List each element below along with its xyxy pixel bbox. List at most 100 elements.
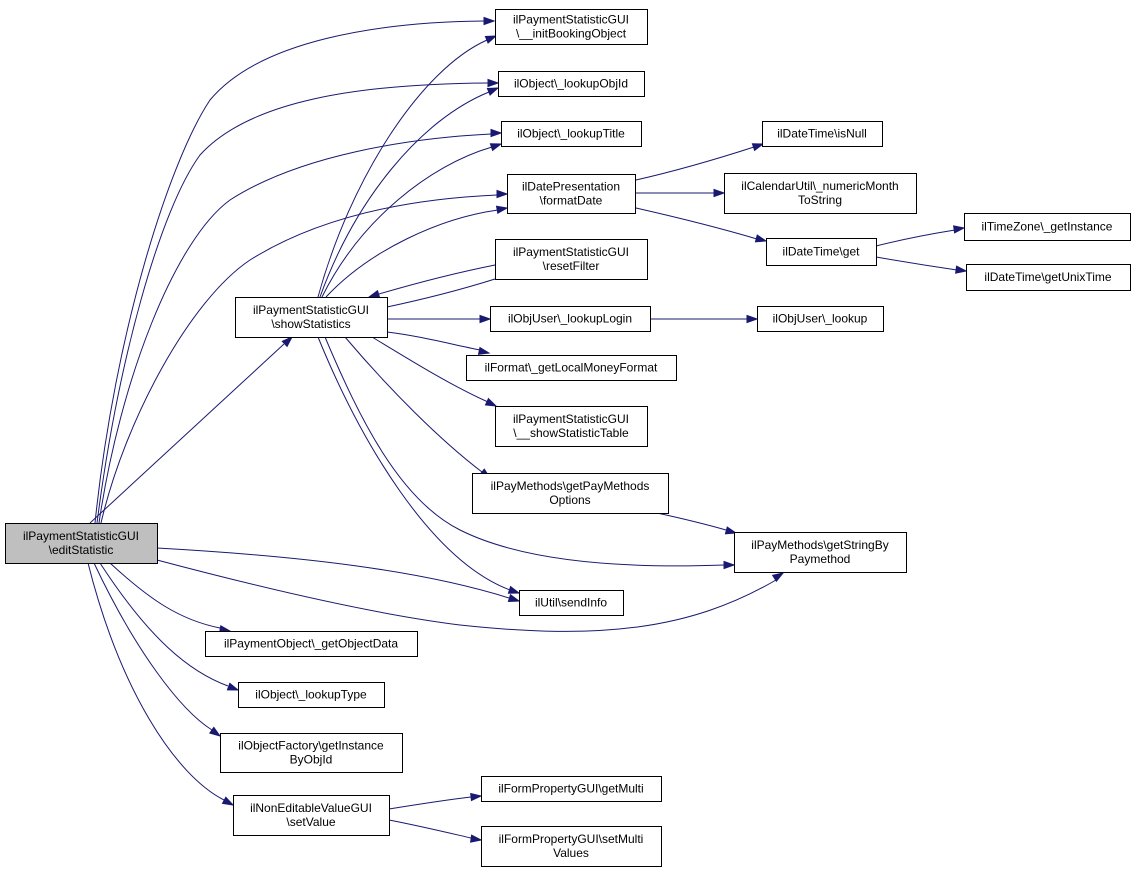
edge-line [386,331,481,351]
node-label-line: \editStatistic [49,543,114,557]
edge-line [344,336,483,473]
node-label-line: \showStatistics [271,317,350,331]
arrowhead [483,16,496,26]
node-label-line: ilObjectFactory\getInstance [238,739,384,753]
node-label-line: ilDatePresentation [522,180,620,194]
node-dateTimeGet[interactable]: ilDateTime\get [766,238,877,266]
arrowhead [487,78,500,88]
edge-line [317,336,511,591]
call-edges [87,16,968,843]
arrowhead [479,314,492,324]
node-objUserLookup[interactable]: ilObjUser\_lookup [757,306,884,332]
edge-editStatistic-to-lookupTitle [98,128,503,524]
edge-line [371,336,489,403]
node-box [490,306,651,332]
edge-editStatistic-to-lookupType [99,562,240,691]
node-box [757,306,884,332]
node-label-line: ilFormPropertyGUI\setMulti [499,832,644,846]
node-box [481,776,662,802]
node-formatDate[interactable]: ilDatePresentation\formatDate [507,174,636,214]
arrowhead [955,265,968,274]
node-box [501,121,642,147]
node-label-line: ilNonEditableValueGUI [250,801,372,815]
arrowhead [221,796,235,806]
edge-editStatistic-to-initBookingObject [94,16,496,524]
node-setValue[interactable]: ilNonEditableValueGUI\setValue [233,795,390,836]
edge-line [324,336,725,567]
node-box [495,406,648,447]
edge-showStatistics-to-lookupLogin [387,314,492,324]
arrowhead [496,189,509,199]
node-showStatisticTable[interactable]: ilPaymentStatisticGUI\__showStatisticTab… [495,406,648,447]
edge-showStatistics-to-getStringByPaymethod [324,336,736,570]
node-box [724,173,917,214]
edge-line [317,39,488,298]
node-getMulti[interactable]: ilFormPropertyGUI\getMulti [481,776,662,802]
node-getUnixTime[interactable]: ilDateTime\getUnixTime [966,264,1131,291]
node-label-line: ilObject\_lookupObjId [514,77,628,91]
node-lookupType[interactable]: ilObject\_lookupType [238,682,385,708]
arrowhead [489,143,503,152]
edge-showStatistics-to-showStatisticTable [371,336,498,407]
edge-line [875,256,958,271]
edge-dateTimeGet-to-tzGetInstance [875,225,966,247]
arrowhead [226,682,240,691]
arrowhead [754,234,768,243]
node-getLocalMoneyFormat[interactable]: ilFormat\_getLocalMoneyFormat [466,355,677,381]
arrowhead [477,346,491,355]
edge-line [156,559,777,632]
node-box [220,733,403,773]
node-label-line: \setValue [286,815,335,829]
edge-line [388,796,472,810]
edge-resetFilter-to-showStatistics [367,264,496,298]
node-box [734,532,907,573]
node-box [233,795,390,836]
edge-line [98,133,492,524]
edge-line [378,264,496,295]
node-label-line: ilPaymentStatisticGUI [23,529,139,543]
edge-showStatistics-to-resetFilter [386,278,496,308]
arrowhead [751,143,765,152]
node-tzGetInstance[interactable]: ilTimeZone\_getInstance [964,213,1131,241]
edge-editStatistic-to-getObjectData [109,562,232,634]
node-box [519,590,624,616]
node-box [466,355,677,381]
edge-line [99,562,229,687]
edge-editStatistic-to-formatDate [100,189,509,524]
node-label-line: ilObject\_lookupTitle [517,127,625,141]
edge-line [87,562,225,801]
node-lookupTitle[interactable]: ilObject\_lookupTitle [501,121,642,147]
edge-editStatistic-to-lookupObjId [96,78,500,524]
node-initBookingObject[interactable]: ilPaymentStatisticGUI\__initBookingObjec… [495,9,648,45]
edge-line [635,146,755,181]
node-lookupObjId[interactable]: ilObject\_lookupObjId [498,71,645,97]
edge-line [635,207,758,240]
node-label-line: ilObjUser\_lookup [773,312,868,326]
arrowhead [507,593,521,602]
node-box [238,682,385,708]
node-box [964,213,1131,241]
edge-showStatistics-to-sendInfo [317,336,521,594]
node-label-line: \formatDate [540,194,603,208]
node-showStatistics[interactable]: ilPaymentStatisticGUI\showStatistics [235,297,388,338]
node-sendInfo[interactable]: ilUtil\sendInfo [519,590,624,616]
node-getObjectData[interactable]: ilPaymentObject\_getObjectData [205,631,418,657]
node-isNull[interactable]: ilDateTime\isNull [762,121,883,147]
arrowhead [953,225,966,234]
edge-line [96,82,489,524]
edge-line [386,278,496,308]
node-label-line: ToString [798,193,842,207]
edge-editStatistic-to-setValue [87,562,235,806]
node-label-line: \__showStatisticTable [513,426,629,440]
edge-showStatistics-to-lookupObjId [319,87,500,298]
node-resetFilter[interactable]: ilPaymentStatisticGUI\resetFilter [495,239,648,280]
node-editStatistic[interactable]: ilPaymentStatisticGUI\editStatistic [5,523,158,564]
node-lookupLogin[interactable]: ilObjUser\_lookupLogin [490,306,651,332]
node-label-line: ilUtil\sendInfo [535,596,607,610]
node-label-line: Paymethod [790,552,851,566]
